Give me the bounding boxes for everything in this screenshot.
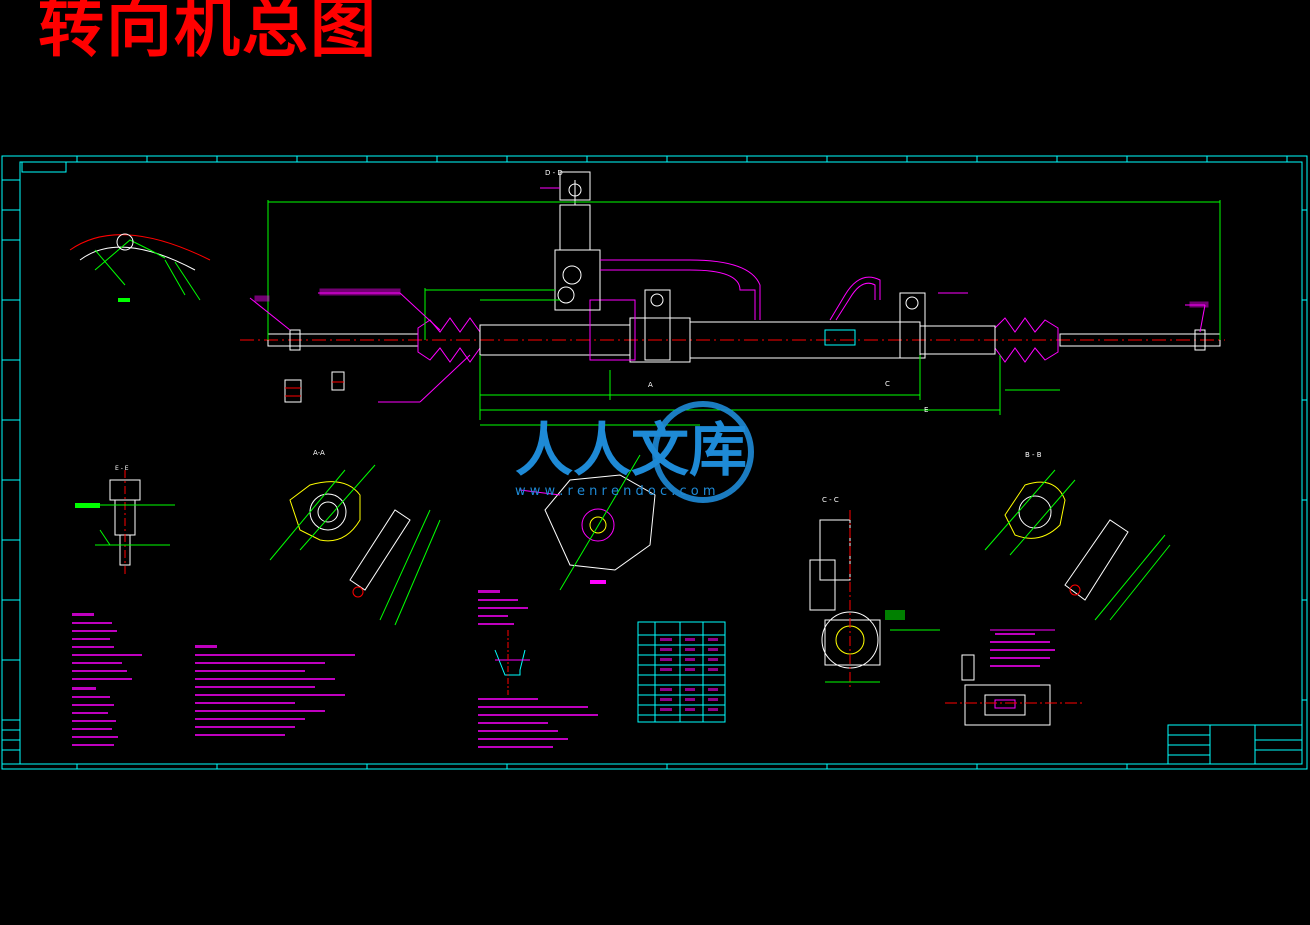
section-a-a: A-A: [269, 449, 441, 626]
section-c-c-label: C - C: [822, 496, 839, 504]
section-callouts: A C E: [648, 380, 928, 414]
frame-ticks: [76, 156, 1307, 769]
watermark-logo: 人人文库 w w w . r e n r e n d o c . c o m: [515, 401, 754, 503]
title-block: [1167, 724, 1303, 765]
technical-notes-right: [990, 633, 1055, 667]
callout-c-label: C: [885, 380, 890, 388]
section-b-b-label: B - B: [1025, 451, 1042, 459]
drawing-title: 转向机总图: [38, 0, 378, 66]
section-e-e-label: E - E: [115, 465, 129, 472]
callout-e-label: E: [924, 406, 928, 414]
section-d-d-label: D - D: [545, 169, 563, 177]
section-b-b: B - B: [984, 451, 1171, 621]
leader-annotations: [249, 288, 1209, 403]
watermark-url: w w w . r e n r e n d o c . c o m: [515, 484, 716, 499]
revision-block: [1, 719, 21, 765]
section-c-c: C - C: [809, 496, 940, 690]
technical-notes-lower: [478, 590, 598, 748]
section-a-a-label: A-A: [313, 449, 325, 457]
technical-notes-center: [195, 645, 355, 736]
section-e-e: E - E: [75, 465, 175, 575]
drawing-frame: [1, 155, 1308, 770]
watermark-logo-text: 人人文库: [515, 416, 747, 484]
spring-detail: [494, 630, 530, 695]
callout-a-label: A: [648, 381, 653, 389]
dimension-lines: [267, 200, 1221, 426]
parts-table: [637, 621, 726, 723]
section-d-d: D - D: [540, 169, 591, 201]
tie-rod-end-sections: [284, 371, 345, 403]
parts-table-fill: [660, 638, 718, 711]
steering-rack-assembly: [240, 180, 1225, 363]
gear-sector-detail: [69, 233, 211, 302]
valve-body-detail: [519, 454, 656, 591]
technical-notes-left: [72, 613, 142, 746]
seal-detail: [945, 629, 1085, 726]
